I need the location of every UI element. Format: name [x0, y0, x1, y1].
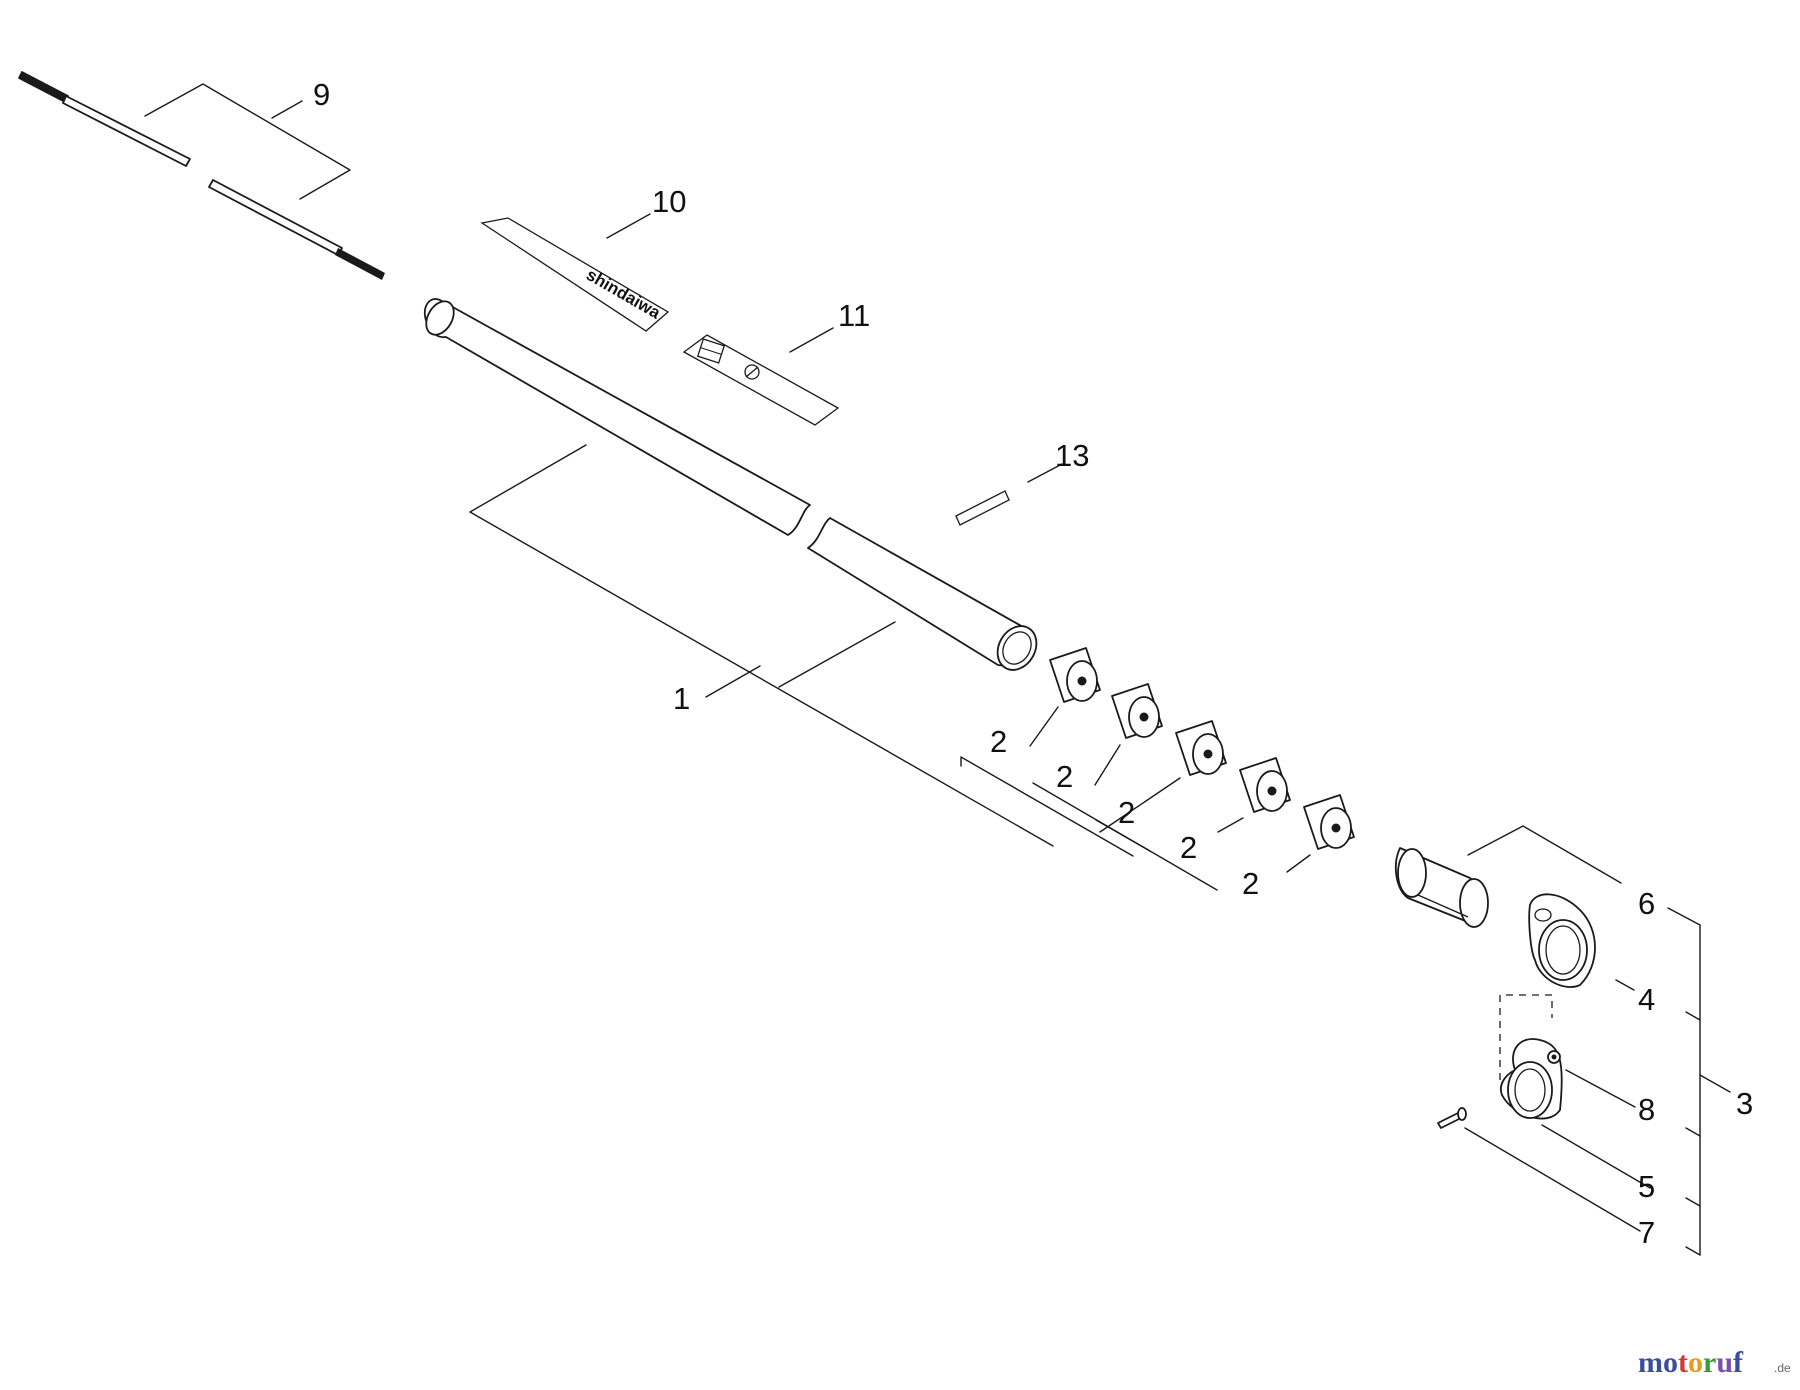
shindaiwa-decal: shindaiwa: [480, 217, 670, 332]
callout-9: 9: [313, 77, 330, 112]
warning-decal: [682, 334, 840, 426]
nut: [1547, 1050, 1561, 1064]
watermark-letter: t: [1678, 1346, 1688, 1379]
bushing-1: [1049, 647, 1101, 703]
watermark-letter: u: [1716, 1346, 1733, 1379]
bushing-5: [1303, 794, 1355, 850]
leader-6: [1467, 825, 1622, 884]
callout-7: 7: [1638, 1215, 1655, 1250]
callout-8: 8: [1638, 1092, 1655, 1127]
screw: [1437, 1107, 1467, 1129]
bushing-3: [1175, 720, 1227, 776]
leader-11: [789, 327, 834, 353]
callout-3: 3: [1736, 1086, 1753, 1121]
small-label: [955, 490, 1010, 526]
watermark-text: motoruf: [1638, 1346, 1744, 1379]
clamp-upper: [1528, 893, 1596, 988]
clamp-lower: [1500, 1038, 1563, 1120]
watermark-letter: m: [1638, 1346, 1663, 1379]
leader-13: [1027, 463, 1063, 483]
leader-7: [1464, 1127, 1641, 1232]
leader-1: [469, 444, 1054, 847]
leader-4: [1615, 979, 1635, 991]
callout-labels: 9 10 11 13 1 2 2 2 2 2 6 4 3 8 5 7: [313, 77, 1753, 1250]
bushing-4: [1239, 757, 1291, 813]
callout-13: 13: [1055, 438, 1089, 473]
outer-tube: [423, 298, 1038, 671]
drive-shaft: [18, 71, 385, 280]
assembly-guide: [1499, 994, 1553, 1080]
callout-4: 4: [1638, 982, 1655, 1017]
callout-2c: 2: [1118, 795, 1135, 830]
watermark-letter: r: [1703, 1346, 1716, 1379]
bushing-2: [1111, 683, 1163, 739]
watermark-suffix: .de: [1774, 1361, 1791, 1375]
callout-11: 11: [838, 298, 870, 333]
watermark-letter: o: [1688, 1346, 1703, 1379]
callout-2e: 2: [1242, 866, 1259, 901]
callout-2b: 2: [1056, 759, 1073, 794]
watermark-letter: f: [1733, 1346, 1744, 1379]
clamp-sleeve: [1394, 847, 1489, 928]
leader-5: [1541, 1124, 1651, 1189]
callout-5: 5: [1638, 1169, 1655, 1204]
leader-9: [144, 83, 351, 200]
leader-10: [606, 213, 651, 239]
callout-2d: 2: [1180, 830, 1197, 865]
callout-1: 1: [673, 681, 690, 716]
bracket-3: [1667, 907, 1731, 1256]
leaders-2: [960, 706, 1311, 891]
watermark-letter: o: [1663, 1346, 1678, 1379]
callout-6: 6: [1638, 886, 1655, 921]
leader-8: [1565, 1069, 1636, 1108]
callout-10: 10: [652, 184, 686, 219]
callout-2a: 2: [990, 724, 1007, 759]
watermark-logo: motoruf .de: [1638, 1346, 1791, 1379]
